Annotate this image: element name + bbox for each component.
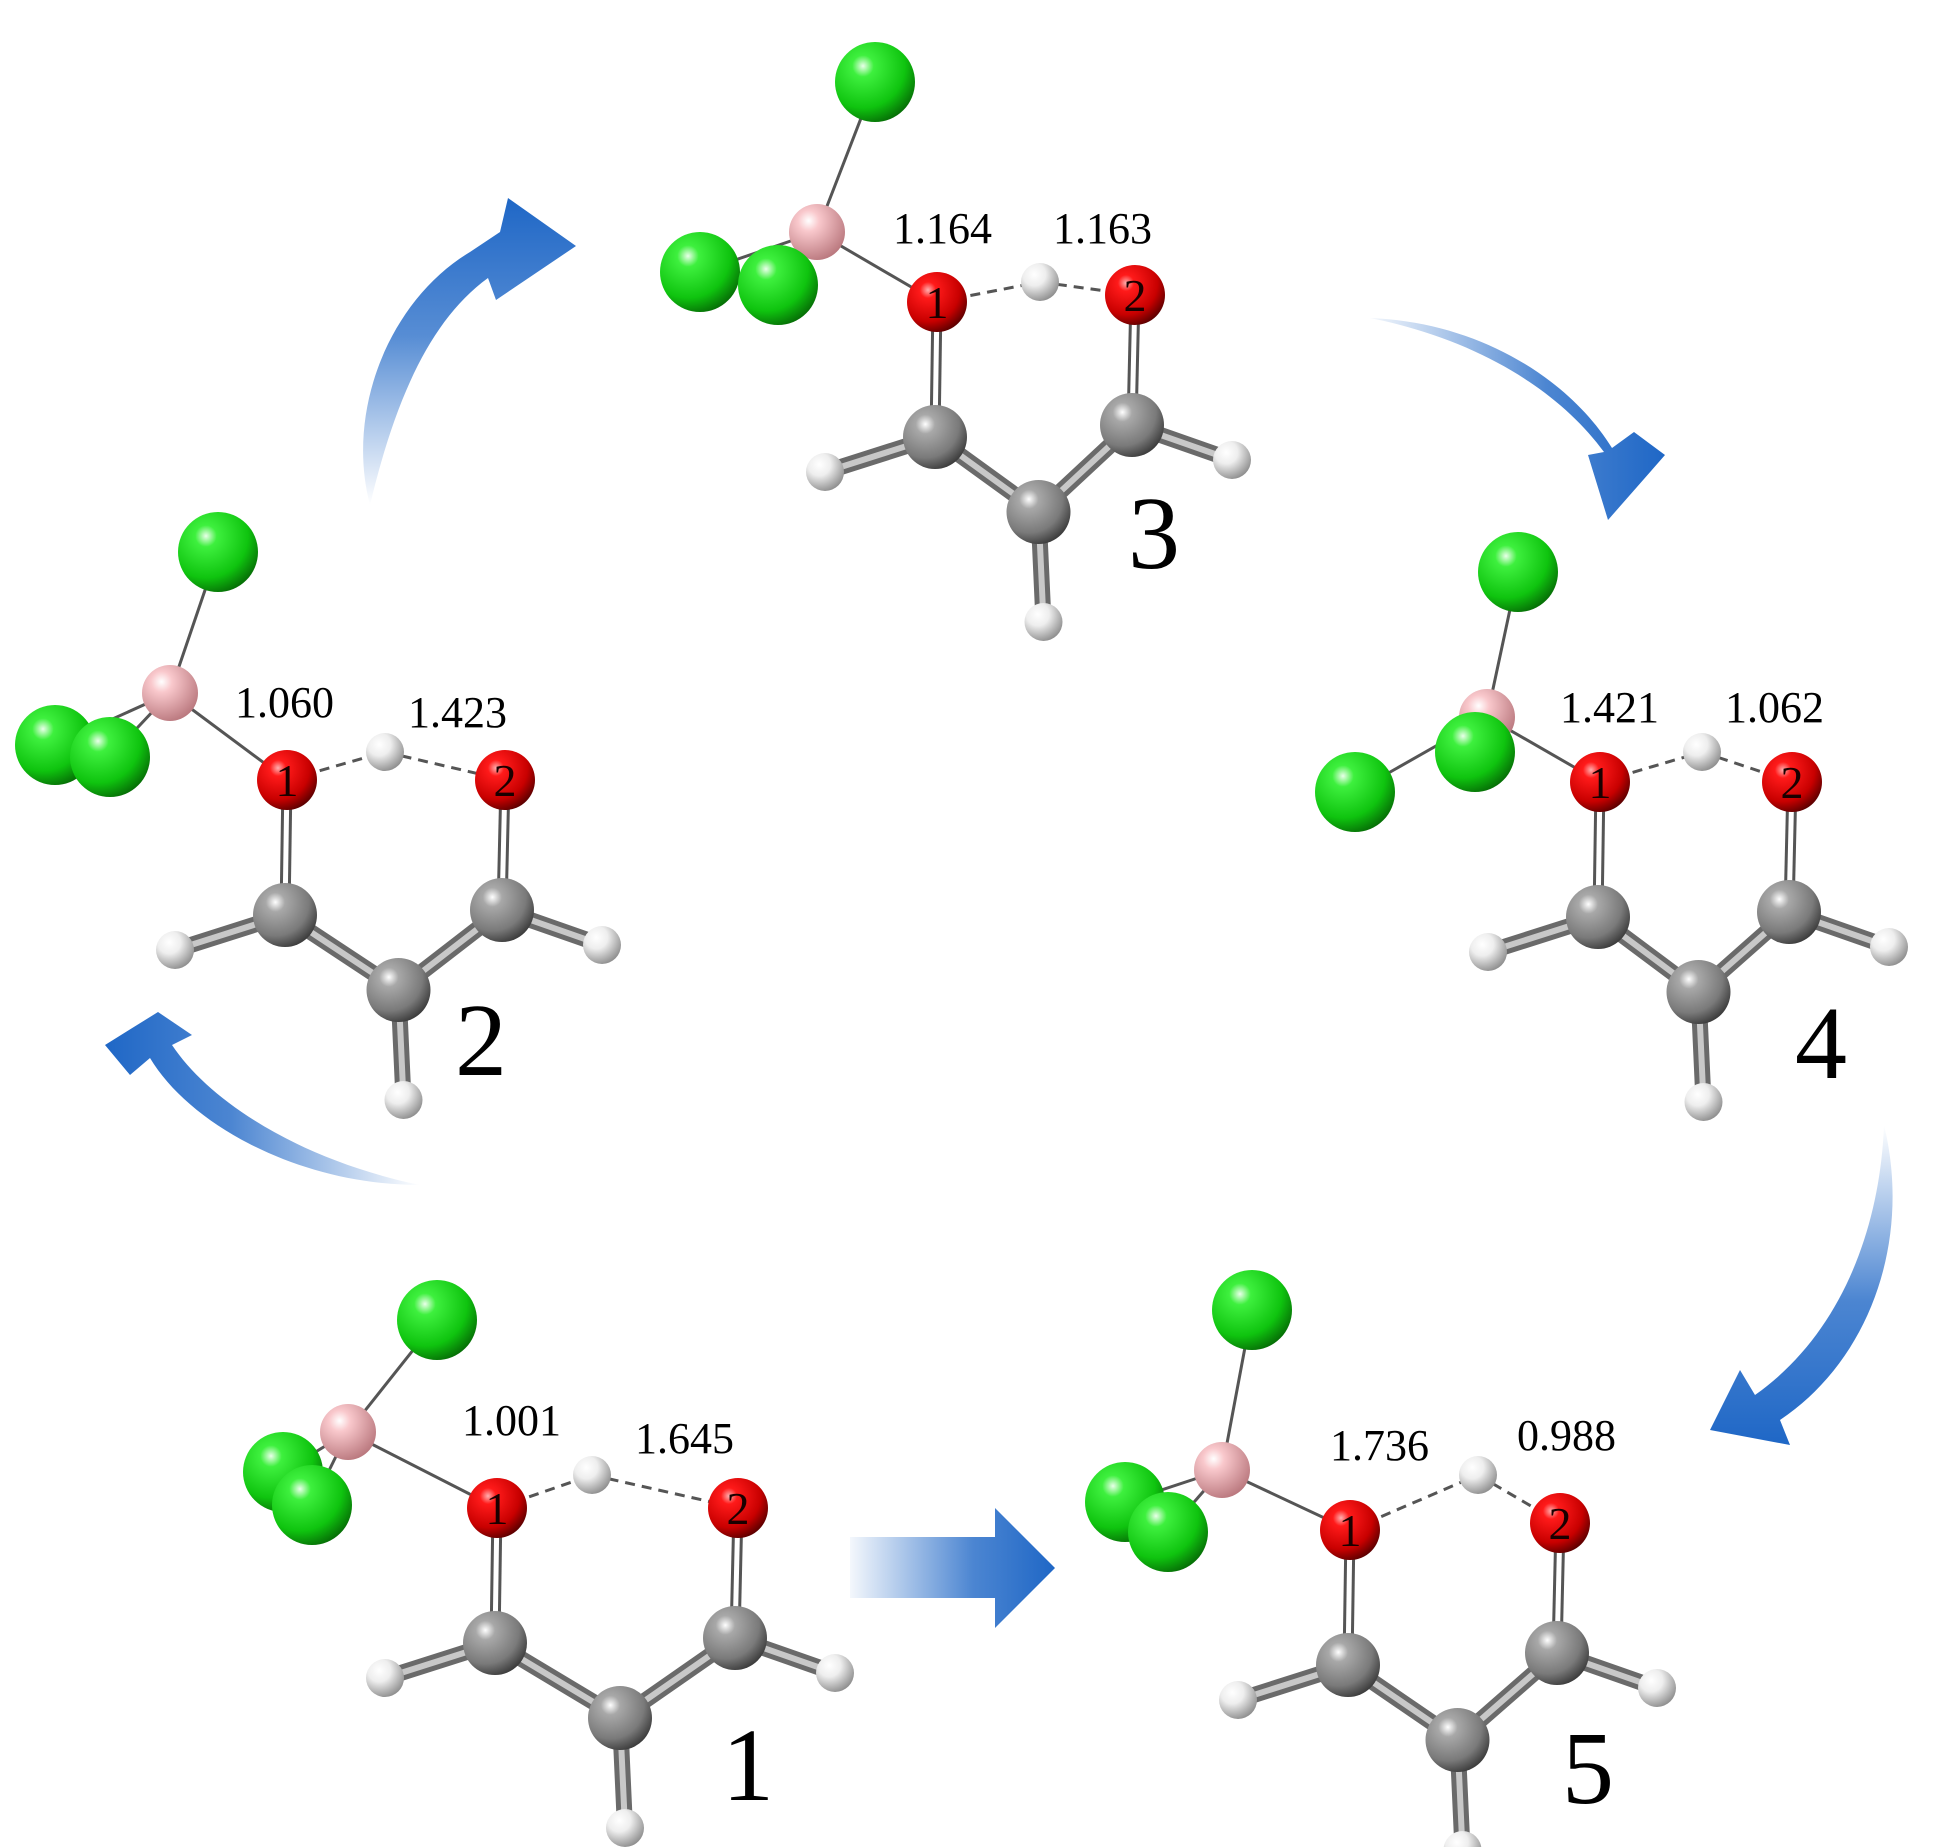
oxygen-number-label: 1 [1339,1505,1362,1556]
hydrogen-atom [606,1809,644,1847]
hydrogen-atom [366,1659,404,1697]
hydrogen-atom [806,453,844,491]
distance-4-o2h: 1.062 [1725,683,1824,732]
oxygen-number-label: 1 [276,755,299,806]
arrow-3-to-4 [1370,318,1665,520]
carbon-atom [1316,1633,1380,1697]
oxygen-number-label: 2 [1549,1498,1572,1549]
hydrogen-atom [1469,933,1507,971]
distance-2-o2h: 1.423 [408,688,507,737]
carbon-atom [1566,885,1630,949]
carbon-atom [1006,480,1071,544]
oxygen-number-label: 1 [486,1483,509,1534]
chlorine-atom [397,1280,477,1360]
chlorine-atom [1315,752,1395,832]
distance-3-o2h: 1.163 [1053,204,1152,253]
hydrogen-atom [1021,263,1059,301]
oxygen-atom [907,272,967,332]
hydrogen-atom [366,733,404,771]
oxygen-atom [467,1478,527,1538]
oxygen-atom [257,750,317,810]
oxygen-atom [1762,752,1822,812]
hydrogen-atom [573,1456,611,1494]
carbon-atom [1100,393,1164,457]
oxygen-atom [1105,265,1165,325]
chlorine-atom [178,512,258,592]
hydrogen-atom [1024,603,1063,641]
distance-5-o1h: 1.736 [1330,1421,1429,1470]
arrow-1-to-2 [105,1012,420,1185]
carbon-atom [470,878,534,942]
boron-atom [320,1404,376,1460]
distance-4-o1h: 1.421 [1560,683,1659,732]
hydrogen-atom [156,931,194,969]
chlorine-atom [1435,712,1515,792]
carbon-atom [253,883,317,947]
chlorine-atom [1128,1492,1208,1572]
arrow-1-to-5 [850,1508,1055,1628]
structure-label-2: 2 [455,983,507,1098]
oxygen-number-label: 2 [1781,757,1804,808]
chlorine-atom [1212,1270,1292,1350]
hydrogen-atom [1684,1083,1723,1121]
oxygen-number-label: 2 [494,755,517,806]
carbon-atom [703,1606,767,1670]
distance-3-o1h: 1.164 [893,204,992,253]
boron-atom [1194,1442,1250,1498]
distance-1-o2h: 1.645 [635,1414,734,1463]
hydrogen-atom [1459,1456,1497,1494]
oxygen-atom [708,1478,768,1538]
hydrogen-atom [1638,1669,1676,1707]
structure-label-4: 4 [1795,986,1847,1101]
distance-2-o1h: 1.060 [235,678,334,727]
oxygen-atom [475,750,535,810]
chlorine-atom [70,717,150,797]
structure-label-3: 3 [1128,476,1180,591]
hydrogen-atom [1213,441,1251,479]
carbon-atom [588,1686,652,1750]
carbon-atom [366,958,431,1022]
hydrogen-atom [1870,928,1908,966]
oxygen-number-label: 1 [926,277,949,328]
oxygen-atom [1570,752,1630,812]
chlorine-atom [835,42,915,122]
carbon-atom [1757,880,1821,944]
arrow-2-to-3 [363,198,576,505]
boron-atom [142,665,198,721]
hydrogen-atom [583,926,621,964]
carbon-atom [463,1611,527,1675]
hydrogen-atom [1219,1681,1257,1719]
chlorine-atom [660,232,740,312]
distance-5-o2h: 0.988 [1517,1411,1616,1460]
hydrogen-atom [1443,1831,1482,1847]
chlorine-atom [738,245,818,325]
oxygen-number-label: 2 [727,1483,750,1534]
oxygen-atom [1530,1493,1590,1553]
carbon-atom [903,405,967,469]
oxygen-number-label: 1 [1589,757,1612,808]
arrow-4-to-5 [1710,1125,1893,1445]
boron-atom [789,204,845,260]
carbon-atom [1666,960,1731,1024]
oxygen-atom [1320,1500,1380,1560]
arrows [105,198,1893,1628]
hydrogen-atom [1683,733,1721,771]
distance-1-o1h: 1.001 [462,1396,561,1445]
carbon-atom [1525,1621,1589,1685]
structure-label-5: 5 [1562,1711,1614,1826]
chlorine-atom [1478,532,1558,612]
hydrogen-atom [816,1654,854,1692]
carbon-atom [1425,1708,1490,1772]
chlorine-atom [272,1465,352,1545]
hydrogen-atom [384,1081,423,1119]
oxygen-number-label: 2 [1124,270,1147,321]
structure-label-1: 1 [722,1708,774,1823]
